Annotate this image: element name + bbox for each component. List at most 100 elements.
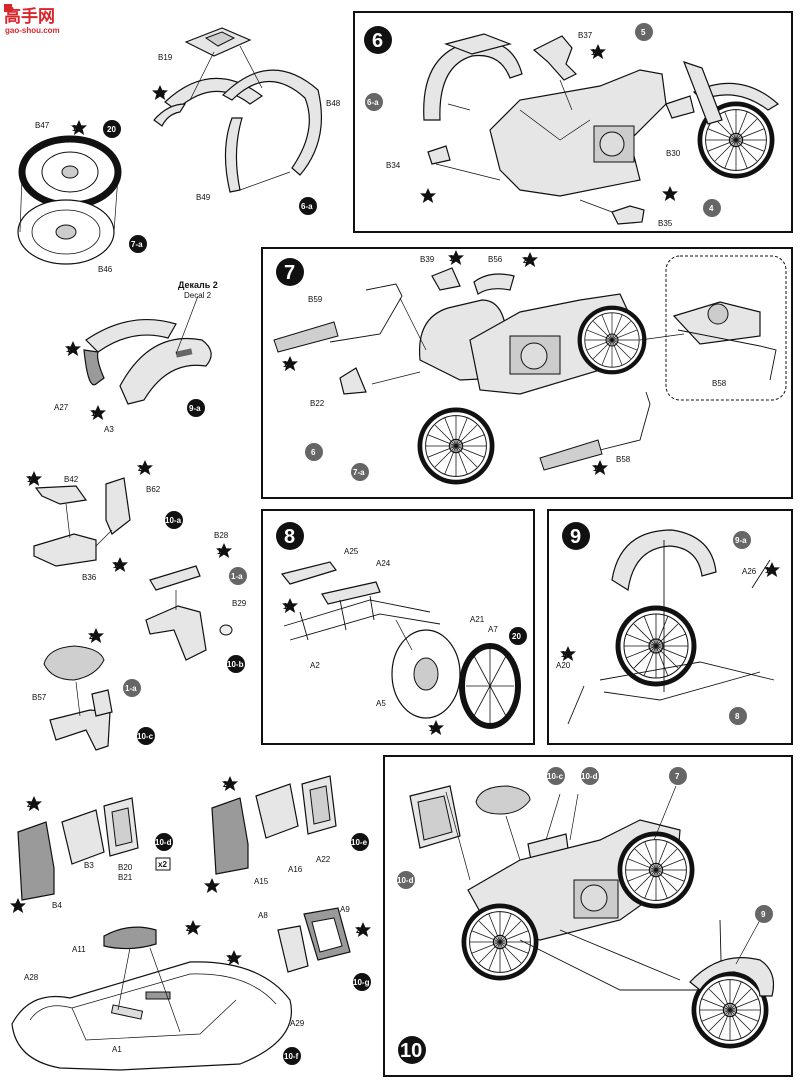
- subassembly-10d: B4 B3 B20 B21 20 7: [10, 796, 139, 913]
- paint-14-a20: 14: [561, 650, 570, 659]
- paint-20-b47: 20: [107, 125, 116, 134]
- part-label-b22: B22: [310, 399, 325, 408]
- paint-6-b34: 6: [425, 192, 430, 201]
- paint-7-b4: 7: [15, 902, 20, 911]
- part-label-b47: B47: [35, 121, 50, 130]
- part-label-b35: B35: [658, 219, 673, 228]
- paint-27-b57: 27: [89, 632, 98, 641]
- svg-text:10-c: 10-c: [137, 732, 154, 741]
- paint-27-b56: 27: [523, 256, 532, 265]
- paint-10-b58: 10: [593, 464, 602, 473]
- part-label-a3: A3: [104, 425, 114, 434]
- paint-6-b35: 6: [667, 190, 672, 199]
- step-7-number: 7: [284, 262, 295, 284]
- paint-14-b28: 14: [217, 547, 226, 556]
- svg-text:10-b: 10-b: [227, 660, 244, 669]
- paint-20-a7: 20: [512, 632, 521, 641]
- callout-10c: 10-c: [137, 727, 155, 745]
- paint-20-a9: 20: [356, 926, 365, 935]
- callout-8: 8: [735, 712, 740, 721]
- step-9-number: 9: [570, 526, 581, 548]
- callout-10b: 10-b: [227, 655, 245, 673]
- part-label-b56: B56: [488, 255, 503, 264]
- paint-14-b42: 14: [27, 475, 36, 484]
- svg-text:7-a: 7-a: [131, 240, 143, 249]
- svg-text:1-a: 1-a: [231, 572, 243, 581]
- part-label-a26: A26: [742, 567, 757, 576]
- subassembly-10c: B57 27: [32, 628, 113, 751]
- paint-14-9a: 14: [66, 345, 75, 354]
- part-label-b59: B59: [308, 295, 323, 304]
- part-label-a9: A9: [340, 905, 350, 914]
- callout-10d-step10-top: 10-d: [581, 772, 598, 781]
- callout-9a: 9-a: [187, 399, 205, 417]
- subassembly-6a-fenders: B19 B48 B49 14: [152, 27, 341, 202]
- svg-text:x2: x2: [158, 860, 167, 869]
- part-label-b36: B36: [82, 573, 97, 582]
- watermark-logo: 高手网 gao-shou.com: [4, 4, 60, 35]
- subassembly-10a: B42 B62 B36 14 25 14: [26, 460, 161, 582]
- decal-label-en: Decal 2: [184, 291, 212, 300]
- subassembly-10g: A8 A9 20: [258, 905, 371, 973]
- part-label-b28: B28: [214, 531, 229, 540]
- watermark-site: gao-shou.com: [5, 26, 60, 35]
- step-8-number: 8: [284, 526, 295, 548]
- step-8-content: 8 A25 A24 A21 A7 A2 A5 14 20 14: [276, 522, 527, 735]
- subassembly-10f-sidecar: A11 A28 A1 A29 20 14: [11, 920, 305, 1071]
- callout-10c-step10: 10-c: [547, 772, 564, 781]
- step-7-content: 7 B39 B56 B59 B22 B58 B58 14 27 10: [273, 250, 787, 482]
- paint-14-b47: 14: [72, 124, 81, 133]
- paint-10-b59: 10: [283, 360, 292, 369]
- part-label-b37: B37: [578, 31, 593, 40]
- subassembly-9a-fender: Декаль 2 Decal 2 A27 A3 14 12: [54, 280, 218, 434]
- part-label-b19: B19: [158, 53, 173, 62]
- part-label-a27: A27: [54, 403, 69, 412]
- paint-14-a25: 14: [283, 602, 292, 611]
- svg-text:14: 14: [156, 89, 165, 98]
- callout-5: 5: [641, 28, 646, 37]
- part-label-a11: A11: [72, 945, 86, 954]
- paint-14-b37: 14: [591, 48, 600, 57]
- part-label-a16: A16: [288, 865, 303, 874]
- part-label-a8: A8: [258, 911, 268, 920]
- part-label-a22: A22: [316, 855, 331, 864]
- callout-4: 4: [709, 204, 714, 213]
- callout-1a-10c: 1-a: [123, 679, 141, 697]
- paint-14-a29: 14: [227, 954, 236, 963]
- callout-6a: 6-a: [299, 197, 317, 215]
- part-label-a20: A20: [556, 661, 571, 670]
- svg-text:10-f: 10-f: [284, 1052, 299, 1061]
- callout-6-step7: 6: [311, 448, 316, 457]
- part-label-b46: B46: [98, 265, 113, 274]
- callout-7a-step7: 7-a: [353, 468, 365, 477]
- paint-20-b4: 20: [27, 800, 36, 809]
- svg-text:10-d: 10-d: [155, 838, 172, 847]
- part-label-a24: A24: [376, 559, 391, 568]
- callout-1a-10b: 1-a: [229, 567, 247, 585]
- part-label-a28: A28: [24, 973, 39, 982]
- part-label-b48: B48: [326, 99, 341, 108]
- callout-10a: 10-a: [165, 511, 183, 529]
- part-label-b29: B29: [232, 599, 247, 608]
- part-label-a15: A15: [254, 877, 269, 886]
- callout-9a-step9: 9-a: [735, 536, 747, 545]
- part-label-a21: A21: [470, 615, 485, 624]
- callout-7: 7: [675, 772, 680, 781]
- paint-20-a15: 20: [223, 780, 232, 789]
- callout-10g: 10-g: [353, 973, 371, 991]
- paint-14-b39: 14: [449, 254, 458, 263]
- part-label-b20: B20: [118, 863, 133, 872]
- part-label-b21: B21: [118, 873, 133, 882]
- subassembly-10b: B28 B29 14: [145, 531, 247, 661]
- part-label-b34: B34: [386, 161, 401, 170]
- part-label-b39: B39: [420, 255, 435, 264]
- part-label-b49: B49: [196, 193, 211, 202]
- svg-text:6-a: 6-a: [301, 202, 313, 211]
- part-label-b57: B57: [32, 693, 47, 702]
- part-label-a7: A7: [488, 625, 498, 634]
- part-label-b62: B62: [146, 485, 161, 494]
- part-label-b30: B30: [666, 149, 681, 158]
- callout-10e: 10-e: [351, 833, 369, 851]
- step-10-number: 10: [400, 1040, 422, 1062]
